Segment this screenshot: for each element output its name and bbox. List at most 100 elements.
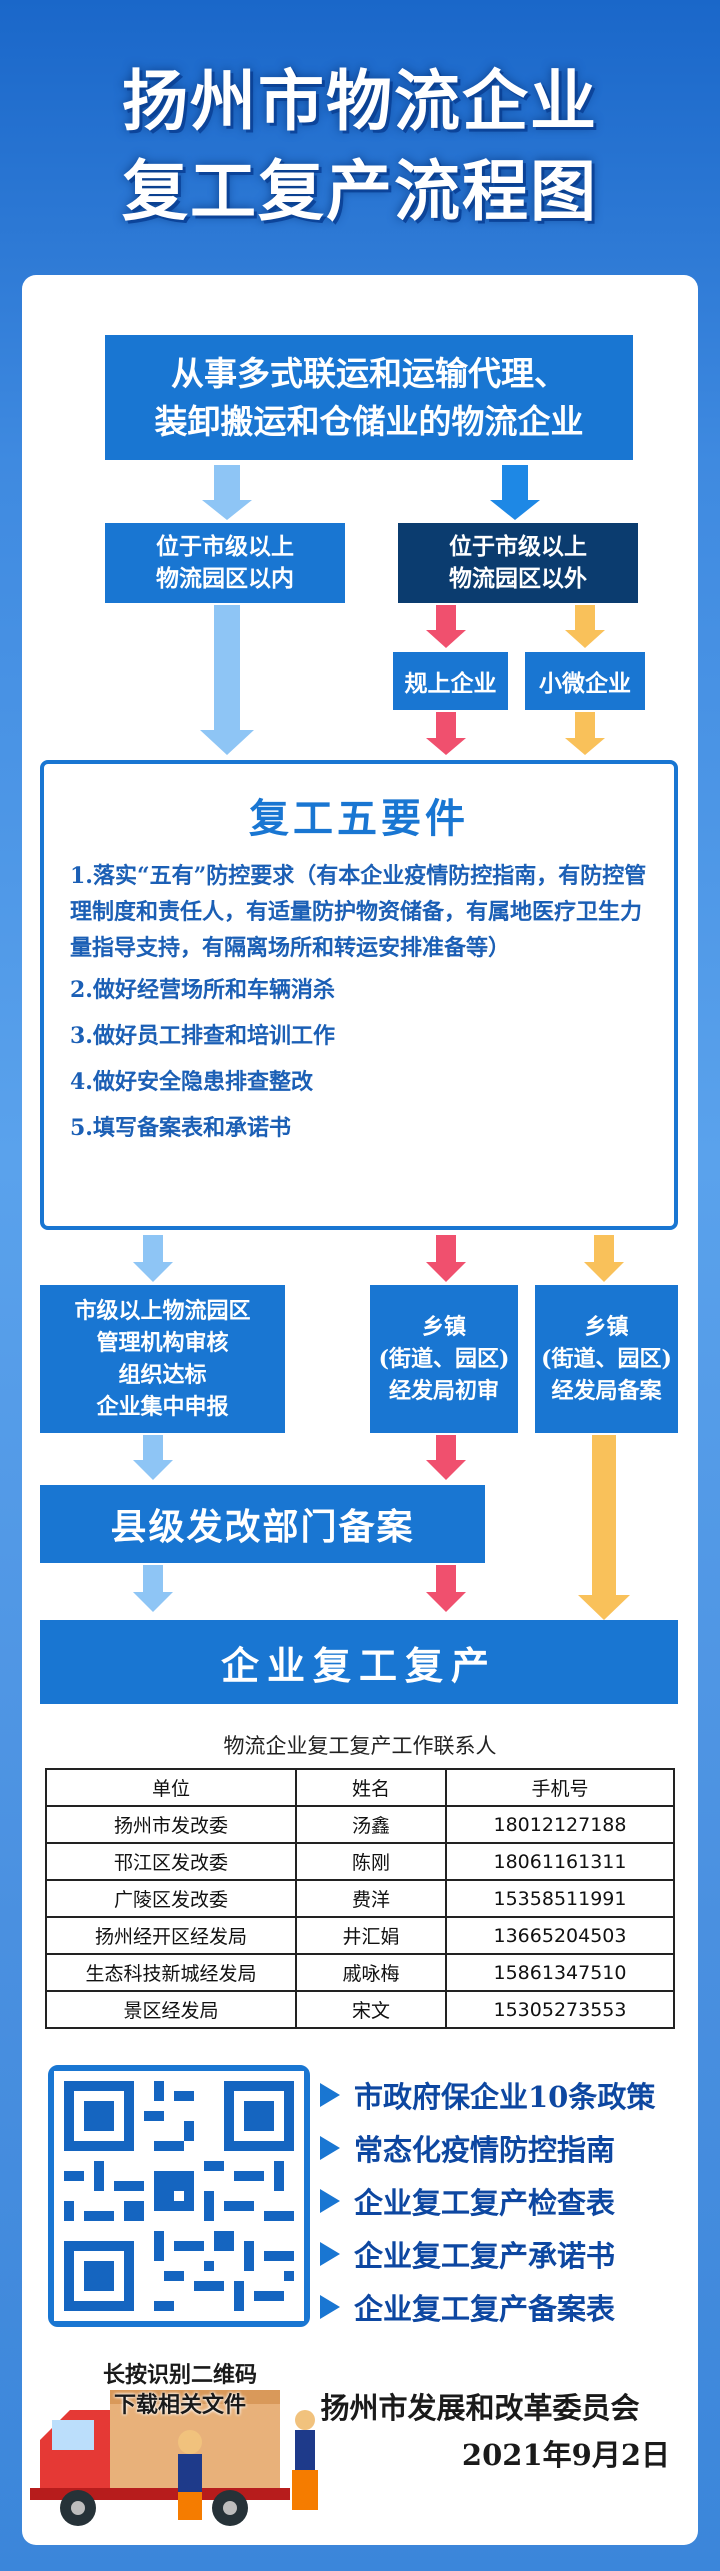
page-title-line2: 复工复产流程图 bbox=[122, 153, 598, 230]
qr-caption-line1: 长按识别二维码 bbox=[102, 2362, 257, 2388]
enterprise-scope-box: 从事多式联运和运输代理、 装卸搬运和仓储业的物流企业 bbox=[105, 335, 633, 460]
qr-caption: 长按识别二维码 下载相关文件 bbox=[80, 2360, 280, 2420]
cell-phone[interactable]: 18061161311 bbox=[445, 1842, 675, 1881]
cell-unit: 景区经发局 bbox=[45, 1990, 297, 2029]
cell-unit: 扬州市发改委 bbox=[45, 1805, 297, 1844]
town-initial-line3: 经发局初审 bbox=[388, 1378, 499, 1404]
cell-phone[interactable]: 15861347510 bbox=[445, 1953, 675, 1992]
county-record-box: 县级发改部门备案 bbox=[40, 1485, 485, 1563]
outside-park-box: 位于市级以上 物流园区以外 bbox=[398, 523, 638, 603]
arrow-county-right-to-resume bbox=[426, 1565, 466, 1612]
arrow-five-to-town-initial bbox=[426, 1235, 466, 1282]
cell-name: 井汇娟 bbox=[295, 1916, 447, 1955]
town-record-box: 乡镇 (街道、园区) 经发局备案 bbox=[535, 1285, 678, 1433]
arrow-inside-to-five bbox=[200, 605, 254, 755]
park-review-line3: 组织达标 bbox=[118, 1362, 207, 1388]
town-record-line3: 经发局备案 bbox=[551, 1378, 662, 1404]
cell-unit: 扬州经开区经发局 bbox=[45, 1916, 297, 1955]
footer-org: 扬州市发展和改革委员会 bbox=[320, 2391, 640, 2425]
arrow-large-to-five bbox=[426, 712, 466, 755]
cell-phone[interactable]: 15305273553 bbox=[445, 1990, 675, 2029]
qr-code-icon bbox=[54, 2071, 304, 2321]
outside-park-line1: 位于市级以上 bbox=[449, 533, 587, 560]
requirement-item-1: 1.落实“五有”防控要求（有本企业疫情防控指南，有防控管理制度和责任人，有适量防… bbox=[70, 863, 647, 961]
cell-unit: 广陵区发改委 bbox=[45, 1879, 297, 1918]
inside-park-line1: 位于市级以上 bbox=[156, 533, 294, 560]
link-pledge-label: 企业复工复产承诺书 bbox=[354, 2239, 616, 2273]
five-requirements-title: 复工五要件 bbox=[249, 795, 469, 842]
five-requirements-box: 复工五要件 1.落实“五有”防控要求（有本企业疫情防控指南，有防控管理制度和责任… bbox=[40, 760, 678, 1230]
arrow-park-to-county bbox=[133, 1435, 173, 1480]
town-record-line1: 乡镇 bbox=[584, 1314, 629, 1340]
link-pledge[interactable]: 企业复工复产承诺书 bbox=[320, 2234, 615, 2274]
table-row: 扬州经开区经发局 井汇娟 13665204503 bbox=[45, 1916, 675, 1955]
link-checklist[interactable]: 企业复工复产检查表 bbox=[320, 2181, 615, 2221]
enterprise-scope-line1: 从事多式联运和运输代理、 bbox=[171, 353, 567, 393]
cell-unit: 生态科技新城经发局 bbox=[45, 1953, 297, 1992]
requirement-item-4: 4.做好安全隐患排查整改 bbox=[70, 1069, 313, 1095]
link-guideline[interactable]: 常态化疫情防控指南 bbox=[320, 2128, 615, 2168]
contacts-table: 单位 姓名 手机号 扬州市发改委 汤鑫 18012127188 邗江区发改委 陈… bbox=[45, 1768, 675, 2029]
play-triangle-icon bbox=[320, 2295, 340, 2319]
footer-date: 2021年9月2日 bbox=[461, 2438, 670, 2472]
town-initial-line1: 乡镇 bbox=[421, 1314, 466, 1340]
outside-park-line2: 物流园区以外 bbox=[449, 565, 587, 592]
link-checklist-label: 企业复工复产检查表 bbox=[354, 2186, 616, 2220]
arrow-five-to-park bbox=[133, 1235, 173, 1282]
link-policy-label: 市政府保企业10条政策 bbox=[354, 2080, 656, 2114]
cell-unit: 邗江区发改委 bbox=[45, 1842, 297, 1881]
play-triangle-icon bbox=[320, 2189, 340, 2213]
table-row: 扬州市发改委 汤鑫 18012127188 bbox=[45, 1805, 675, 1844]
cell-name: 费洋 bbox=[295, 1879, 447, 1918]
play-triangle-icon bbox=[320, 2083, 340, 2107]
arrow-outside-to-large bbox=[426, 605, 466, 648]
park-review-line2: 管理机构审核 bbox=[96, 1330, 229, 1356]
table-row: 景区经发局 宋文 15305273553 bbox=[45, 1990, 675, 2029]
qr-code-frame[interactable] bbox=[48, 2065, 310, 2327]
requirement-item-5: 5.填写备案表和承诺书 bbox=[70, 1115, 291, 1141]
park-review-line4: 企业集中申报 bbox=[96, 1394, 229, 1420]
arrow-town-record-to-resume bbox=[578, 1435, 630, 1620]
cell-name: 陈刚 bbox=[295, 1842, 447, 1881]
header-phone: 手机号 bbox=[445, 1768, 675, 1807]
cell-phone[interactable]: 15358511991 bbox=[445, 1879, 675, 1918]
town-initial-line2: (街道、园区) bbox=[378, 1346, 510, 1372]
arrow-top-to-inside bbox=[202, 465, 252, 520]
qr-caption-line2: 下载相关文件 bbox=[113, 2392, 246, 2418]
arrow-top-to-outside bbox=[490, 465, 540, 520]
play-triangle-icon bbox=[320, 2136, 340, 2160]
park-review-box: 市级以上物流园区 管理机构审核 组织达标 企业集中申报 bbox=[40, 1285, 285, 1433]
table-header-row: 单位 姓名 手机号 bbox=[45, 1768, 675, 1807]
link-record-form[interactable]: 企业复工复产备案表 bbox=[320, 2287, 615, 2327]
cell-phone[interactable]: 13665204503 bbox=[445, 1916, 675, 1955]
link-guideline-label: 常态化疫情防控指南 bbox=[354, 2133, 616, 2167]
table-row: 广陵区发改委 费洋 15358511991 bbox=[45, 1879, 675, 1918]
page-title-line1: 扬州市物流企业 bbox=[122, 63, 598, 140]
park-review-line1: 市级以上物流园区 bbox=[74, 1298, 251, 1324]
inside-park-line2: 物流园区以内 bbox=[156, 565, 294, 592]
arrow-outside-to-small bbox=[565, 605, 605, 648]
requirement-item-3: 3.做好员工排查和培训工作 bbox=[70, 1023, 335, 1049]
enterprise-scope-line2: 装卸搬运和仓储业的物流企业 bbox=[154, 401, 584, 441]
cell-name: 汤鑫 bbox=[295, 1805, 447, 1844]
town-initial-box: 乡镇 (街道、园区) 经发局初审 bbox=[370, 1285, 518, 1433]
contacts-title: 物流企业复工复产工作联系人 bbox=[223, 1734, 497, 1758]
arrow-county-left-to-resume bbox=[133, 1565, 173, 1612]
link-record-form-label: 企业复工复产备案表 bbox=[354, 2292, 616, 2326]
link-policy[interactable]: 市政府保企业10条政策 bbox=[320, 2075, 655, 2115]
table-row: 邗江区发改委 陈刚 18061161311 bbox=[45, 1842, 675, 1881]
large-enterprise-box: 规上企业 bbox=[393, 652, 508, 710]
play-triangle-icon bbox=[320, 2242, 340, 2266]
header-name: 姓名 bbox=[295, 1768, 447, 1807]
arrow-five-to-town-record bbox=[584, 1235, 624, 1282]
header-unit: 单位 bbox=[45, 1768, 297, 1807]
town-record-line2: (街道、园区) bbox=[541, 1346, 672, 1372]
table-row: 生态科技新城经发局 戚咏梅 15861347510 bbox=[45, 1953, 675, 1992]
inside-park-box: 位于市级以上 物流园区以内 bbox=[105, 523, 345, 603]
small-enterprise-box: 小微企业 bbox=[525, 652, 645, 710]
cell-phone[interactable]: 18012127188 bbox=[445, 1805, 675, 1844]
delivery-truck-illustration bbox=[30, 2390, 318, 2526]
requirement-item-2: 2.做好经营场所和车辆消杀 bbox=[70, 977, 335, 1003]
arrow-town-initial-to-county bbox=[426, 1435, 466, 1480]
